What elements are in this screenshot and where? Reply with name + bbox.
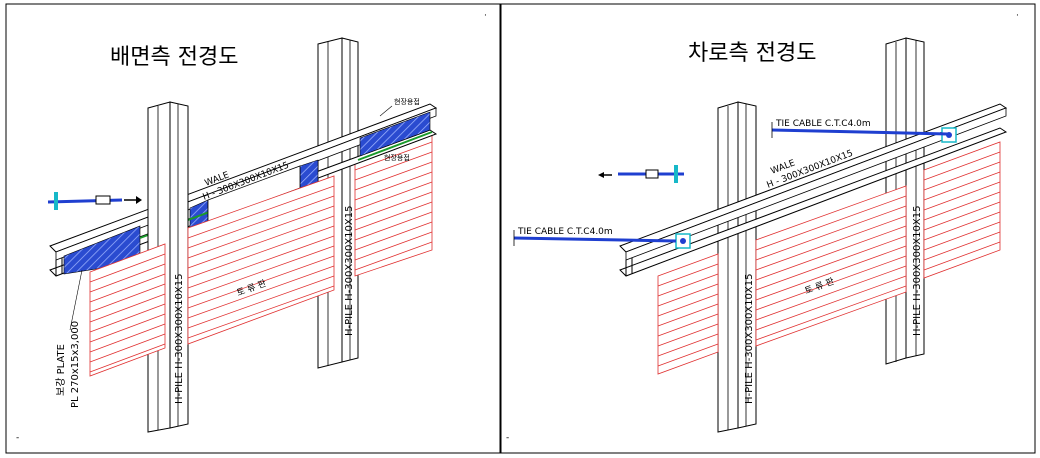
weld-top-leader (379, 105, 393, 117)
h-pile-left-spec-2: H-PILE H-300X300X10X15 (744, 274, 755, 404)
h-pile-left-2 (717, 101, 757, 433)
plate-spec: PL 270x15x3,000 (70, 321, 81, 408)
corner-tick: · (1016, 11, 1019, 21)
wale-beam-right (619, 103, 1008, 277)
left-title: 배면측 전경도 (110, 45, 238, 70)
plate-leader (69, 269, 83, 331)
lagging-left (89, 175, 335, 377)
h-pile-right-spec: H-PILE H-300X300X10X15 (344, 206, 355, 336)
right-panel: 차로측 전경도 (513, 37, 1008, 433)
left-panel: 배면측 전경도 (47, 37, 438, 433)
plate-label: 보강 PLATE (55, 344, 67, 396)
tie-cables (513, 122, 949, 246)
corner-tick: - (506, 433, 509, 443)
anchor-bolt-right (598, 165, 684, 183)
anchor-bolt-left (47, 192, 142, 210)
left-panel-frame (5, 3, 501, 454)
h-pile-right-spec-2: H-PILE H-300X300X10X15 (912, 206, 923, 336)
corner-tick: - (16, 433, 19, 443)
right-title: 차로측 전경도 (688, 41, 816, 66)
lagging-right (354, 131, 433, 277)
lagging-right-2 (923, 141, 1001, 279)
tie-cable-left-label: TIE CABLE C.T.C4.0m (517, 227, 613, 237)
corner-tick: · (484, 11, 487, 21)
weld-mid-label: 현장용접 (384, 153, 410, 162)
h-pile-left-spec: H-PILE H-300X300X10X15 (174, 274, 185, 404)
right-panel-frame (500, 3, 1036, 454)
weld-top-label: 현장용접 (394, 97, 420, 106)
tie-cable-top-label: TIE CABLE C.T.C4.0m (775, 119, 871, 129)
lagging-front-2 (657, 185, 907, 375)
